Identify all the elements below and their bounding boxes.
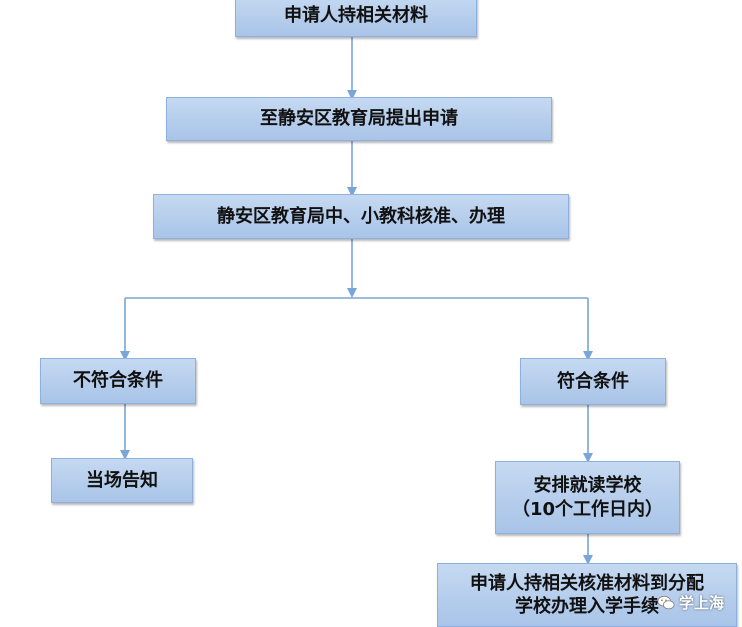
branch-qualified: 符合条件 <box>520 358 666 405</box>
result-notify-on-site-label: 当场告知 <box>86 469 158 491</box>
branch-not-qualified-label: 不符合条件 <box>73 370 163 392</box>
watermark-text: 学上海 <box>678 594 724 612</box>
branch-not-qualified: 不符合条件 <box>40 358 196 404</box>
watermark: 学上海 <box>657 592 724 613</box>
branch-qualified-label: 符合条件 <box>557 370 629 392</box>
result-notify-on-site: 当场告知 <box>51 458 193 503</box>
final-step-line2: 学校办理入学手续 <box>515 596 659 617</box>
arrange-school-line1: 安排就读学校 <box>533 475 642 497</box>
step-submit-materials: 申请人持相关材料 <box>235 0 477 37</box>
step-review: 静安区教育局中、小教科核准、办理 <box>153 194 569 239</box>
step-submit-materials-label: 申请人持相关材料 <box>284 4 428 26</box>
step-review-label: 静安区教育局中、小教科核准、办理 <box>217 205 505 227</box>
step-apply-bureau-label: 至静安区教育局提出申请 <box>260 108 458 130</box>
final-step-line1: 申请人持相关核准材料到分配 <box>470 572 704 594</box>
wechat-icon <box>657 595 675 609</box>
arrange-school-line2: （10个工作日内） <box>511 498 664 520</box>
final-step-enrollment: 申请人持相关核准材料到分配 学校办理入学手续 <box>437 563 737 627</box>
arrange-school: 安排就读学校 （10个工作日内） <box>495 461 680 534</box>
step-apply-bureau: 至静安区教育局提出申请 <box>166 97 552 141</box>
